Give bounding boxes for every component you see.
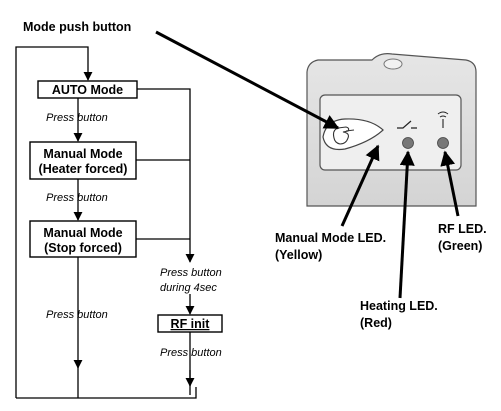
manual-heater-box xyxy=(29,141,137,180)
heating-led-label-1: Heating LED. xyxy=(360,299,438,313)
pointer-mode-button xyxy=(155,30,340,130)
manual-mode-led-label-2: (Yellow) xyxy=(275,248,322,262)
loop-line-left xyxy=(15,46,93,398)
heating-led xyxy=(402,137,414,149)
rf-led-label-1: RF LED. xyxy=(438,222,487,236)
device-top-notch xyxy=(383,58,403,70)
antenna-icon xyxy=(437,111,449,128)
press-button-label-1: Press button xyxy=(46,112,108,124)
press-button-label-4: Press button xyxy=(160,347,222,359)
pointer-manual-led xyxy=(340,144,380,227)
press-button-label-2: Press button xyxy=(46,192,108,204)
pointer-heating-led xyxy=(398,150,415,299)
auto-mode-label: AUTO Mode xyxy=(52,83,123,97)
mode-push-button-label: Mode push button xyxy=(23,20,131,34)
rf-led xyxy=(437,137,449,149)
trunk-auto-right xyxy=(137,88,195,263)
pointer-rf-led xyxy=(440,150,460,217)
loop-line-bottom xyxy=(16,387,197,399)
manual-heater-label-2: (Heater forced) xyxy=(39,162,128,176)
switch-symbol-icon xyxy=(397,120,417,129)
manual-stop-label-1: Manual Mode xyxy=(43,226,122,240)
callouts: Mode push button Manual Mode LED. (Yello… xyxy=(23,20,487,330)
manual-stop-label-2: (Stop forced) xyxy=(44,241,122,255)
device-front-panel xyxy=(319,94,462,171)
flowchart: AUTO Mode Press button Manual Mode (Heat… xyxy=(15,46,223,399)
press-4sec-label-1: Press button xyxy=(160,267,222,279)
rf-init-label: RF init xyxy=(171,317,211,331)
manual-mode-led-label-1: Manual Mode LED. xyxy=(275,231,386,245)
manual-heater-label-1: Manual Mode xyxy=(43,147,122,161)
press-4sec-label-2: during 4sec xyxy=(160,282,217,294)
thermostat-device xyxy=(306,53,477,207)
heating-led-label-2: (Red) xyxy=(360,316,392,330)
press-button-label-3: Press button xyxy=(46,309,108,321)
rf-led-label-2: (Green) xyxy=(438,239,482,253)
